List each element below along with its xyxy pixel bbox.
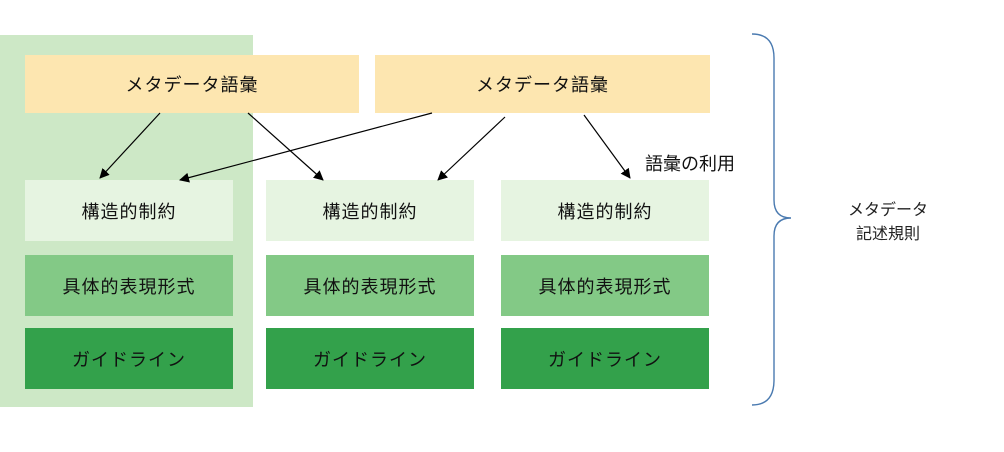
concrete-format-label: 具体的表現形式: [538, 276, 672, 298]
vocabulary-label: メタデータ語彙: [125, 75, 259, 96]
concrete-format-box-1: 具体的表現形式: [25, 255, 233, 316]
guideline-label: ガイドライン: [548, 349, 662, 371]
guideline-box-1: ガイドライン: [25, 328, 233, 389]
vocabulary-box-1: メタデータ語彙: [25, 55, 359, 113]
guideline-label: ガイドライン: [72, 349, 186, 371]
concrete-format-label: 具体的表現形式: [303, 276, 437, 298]
usage-label: 語彙の利用: [645, 154, 735, 175]
guideline-label: ガイドライン: [313, 349, 427, 371]
structure-constraint-box-1: 構造的制約: [25, 180, 233, 241]
rules-brace: [751, 33, 792, 406]
vocabulary-label: メタデータ語彙: [476, 75, 609, 96]
guideline-box-2: ガイドライン: [266, 328, 474, 389]
vocabulary-box-2: メタデータ語彙: [375, 55, 710, 113]
usage-arrow: [247, 112, 324, 181]
concrete-format-box-3: 具体的表現形式: [501, 255, 709, 316]
rules-label: メタデータ 記述規則: [838, 198, 938, 246]
usage-arrow: [583, 114, 631, 179]
structure-constraint-label: 構造的制約: [81, 201, 177, 223]
rules-label-line1: メタデータ: [847, 200, 928, 219]
rules-label-line2: 記述規則: [855, 224, 920, 243]
structure-constraint-box-3: 構造的制約: [501, 180, 709, 241]
usage-arrow: [437, 116, 506, 181]
structure-constraint-box-2: 構造的制約: [266, 180, 474, 241]
structure-constraint-label: 構造的制約: [322, 201, 418, 223]
concrete-format-box-2: 具体的表現形式: [266, 255, 474, 316]
structure-constraint-label: 構造的制約: [557, 201, 653, 223]
guideline-box-3: ガイドライン: [501, 328, 709, 389]
concrete-format-label: 具体的表現形式: [62, 276, 196, 298]
